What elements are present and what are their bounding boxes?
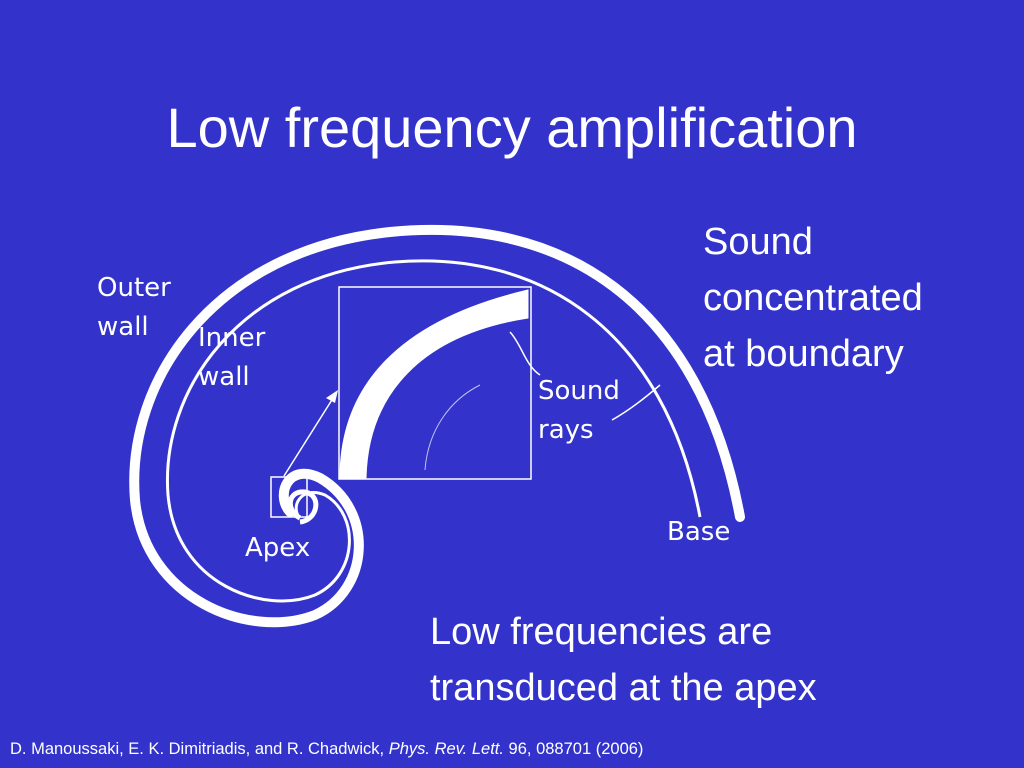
slide-title: Low frequency amplification	[166, 96, 858, 159]
apex-inset-box	[270, 476, 308, 518]
label-base: Base	[667, 517, 730, 547]
note-low-frequencies: Low frequencies are transduced at the ap…	[430, 604, 990, 716]
sound-rays-pointer	[509, 331, 541, 376]
note-sound-concentrated: Sound concentrated at boundary	[703, 214, 1003, 382]
citation-authors: D. Manoussaki, E. K. Dimitriadis, and R.…	[10, 740, 389, 758]
citation: D. Manoussaki, E. K. Dimitriadis, and R.…	[10, 740, 643, 759]
citation-details: 96, 088701 (2006)	[503, 740, 644, 758]
citation-journal: Phys. Rev. Lett.	[388, 740, 504, 758]
apex-coil	[288, 489, 319, 525]
magnified-view-box	[338, 286, 532, 480]
outer-wall-spiral	[129, 224, 745, 628]
magnified-sound-band	[339, 289, 529, 479]
label-sound-rays: Sound rays	[538, 376, 628, 445]
wall-pointer	[611, 384, 661, 421]
label-apex: Apex	[245, 533, 310, 563]
zoom-arrow-head	[326, 390, 338, 403]
label-outer-wall: Outer wall	[97, 273, 179, 342]
note-top-line: Sound	[703, 221, 813, 263]
note-bottom-line: Low frequencies are	[430, 611, 773, 653]
zoom-arrow-line	[283, 394, 336, 477]
note-top-line: concentrated	[703, 277, 923, 319]
note-top-line: at boundary	[703, 333, 904, 375]
magnified-inner-ray	[424, 384, 481, 471]
inner-wall-spiral	[165, 259, 702, 603]
label-inner-wall: Inner wall	[198, 323, 274, 392]
note-bottom-line: transduced at the apex	[430, 667, 817, 709]
